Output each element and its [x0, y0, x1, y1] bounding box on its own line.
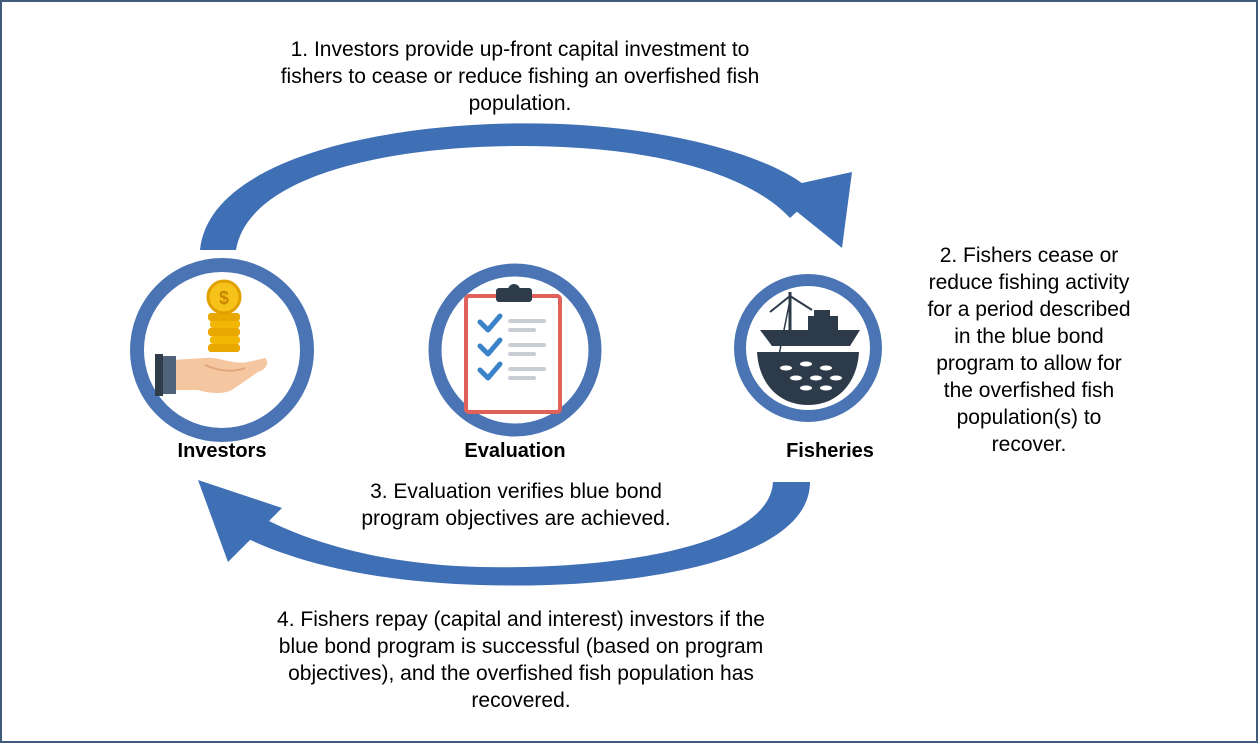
arrow-fisheries-to-investors [198, 480, 810, 586]
investors-node: $ [130, 258, 314, 442]
step-2-text: 2. Fishers cease or reduce fishing activ… [927, 244, 1131, 456]
clipboard-checklist-icon [464, 284, 562, 414]
fishing-boat-icon [757, 292, 860, 405]
step-3-text: 3. Evaluation verifies blue bond program… [361, 480, 671, 530]
investors-label: Investors [177, 440, 267, 462]
evaluation-label: Evaluation [464, 440, 566, 462]
step-4-text: 4. Fishers repay (capital and interest) … [277, 608, 765, 712]
svg-text:$: $ [219, 288, 229, 308]
fisheries-node [734, 274, 882, 422]
evaluation-node [428, 263, 602, 437]
step-1-text: 1. Investors provide up-front capital in… [280, 38, 760, 115]
arrow-investors-to-fisheries [200, 123, 852, 250]
fisheries-label: Fisheries [786, 440, 874, 462]
coin-hand-icon: $ [155, 279, 268, 396]
